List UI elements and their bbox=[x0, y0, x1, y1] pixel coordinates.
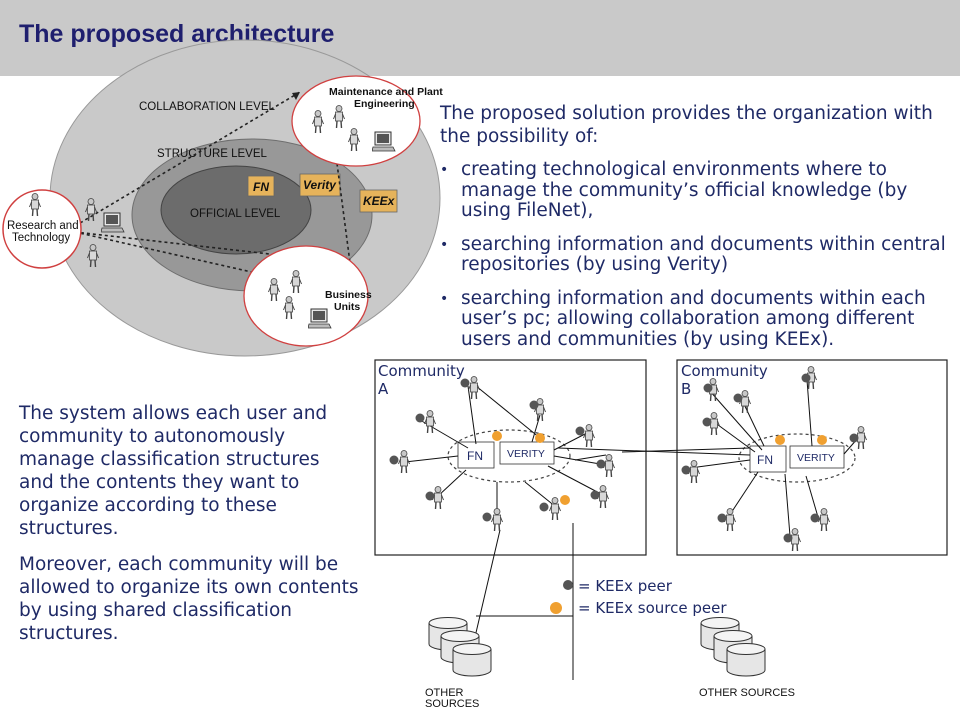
community-a-verity-label: VERITY bbox=[507, 448, 545, 460]
keex-box bbox=[359, 189, 398, 213]
left-paragraph-1: The system allows each user and communit… bbox=[19, 403, 328, 539]
collaboration-level-label: COLLABORATION LEVEL bbox=[139, 101, 276, 113]
legend-peer-label: = KEEx peer bbox=[578, 577, 673, 595]
legend-peer-dot bbox=[563, 580, 573, 590]
other-sources-left-db bbox=[428, 617, 492, 677]
structure-level-label: STRUCTURE LEVEL bbox=[157, 148, 268, 160]
intro-text: The proposed solution provides the organ… bbox=[440, 103, 933, 147]
network-links bbox=[404, 379, 859, 680]
fn-box bbox=[247, 175, 275, 197]
other-sources-right-label: OTHER SOURCES bbox=[699, 687, 795, 699]
legend-source-peer-dot bbox=[550, 602, 562, 614]
community-b-verity-box bbox=[789, 445, 845, 469]
feature-item-keex: searching information and documents with… bbox=[440, 288, 955, 351]
legend-source-peer-label: = KEEx source peer bbox=[578, 599, 727, 617]
official-level-label: OFFICIAL LEVEL bbox=[190, 208, 281, 220]
community-b-fn-label: FN bbox=[757, 453, 773, 467]
community-b-peers bbox=[681, 373, 859, 543]
community-b-fn-box bbox=[749, 445, 787, 473]
verity-box bbox=[299, 173, 341, 197]
left-paragraph-2: Moreover, each community will be allowed… bbox=[19, 554, 359, 644]
community-a-fn-box bbox=[457, 441, 495, 469]
feature-item-verity: searching information and documents with… bbox=[440, 234, 955, 276]
dashed-arrows bbox=[74, 91, 353, 279]
keex-box-label: KEEx bbox=[363, 194, 396, 208]
verity-box-label: Verity bbox=[303, 178, 337, 192]
research-group-circle bbox=[2, 189, 82, 269]
fn-box-label: FN bbox=[253, 180, 269, 194]
community-a-peers bbox=[389, 378, 606, 522]
community-b-verity-label: VERITY bbox=[797, 452, 835, 464]
feature-list: creating technological environments wher… bbox=[440, 159, 955, 363]
business-group-circle bbox=[243, 245, 369, 347]
other-sources-right-db bbox=[700, 617, 766, 677]
community-a-fn-label: FN bbox=[467, 449, 483, 463]
community-a-verity-box bbox=[499, 441, 555, 465]
feature-item-filenet: creating technological environments wher… bbox=[440, 159, 955, 222]
